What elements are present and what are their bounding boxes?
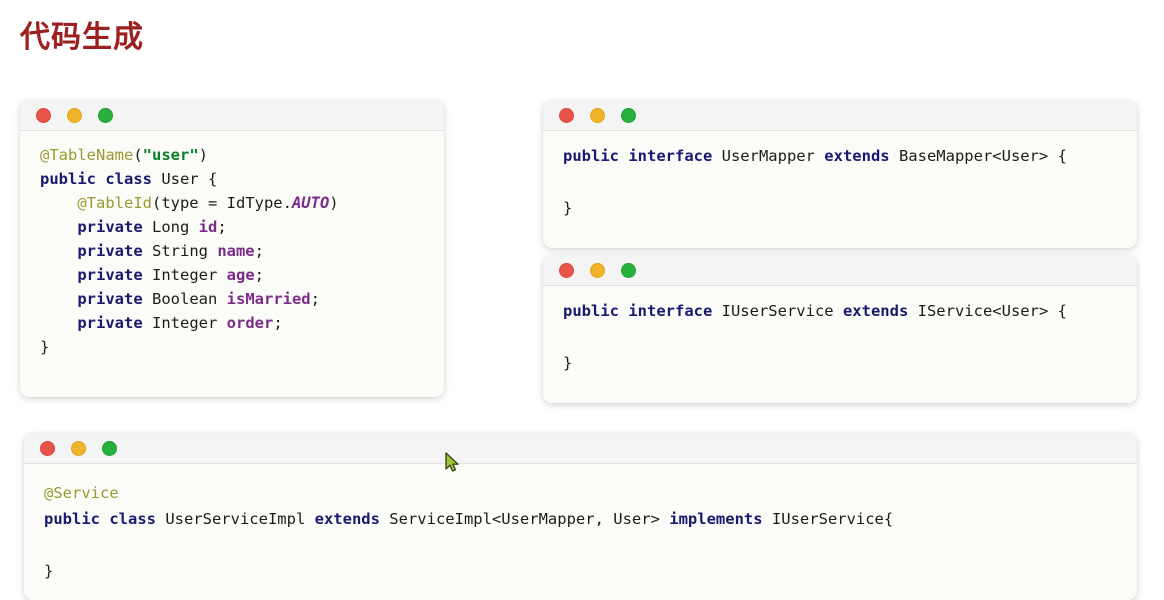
close-button[interactable] <box>559 262 574 278</box>
close-button[interactable] <box>36 107 51 123</box>
annotation-service: @Service <box>44 484 119 502</box>
card-titlebar <box>543 100 1137 131</box>
code-block-user-service-impl: @Service public class UserServiceImpl ex… <box>44 484 894 580</box>
maximize-button[interactable] <box>102 440 117 456</box>
card-body: @Service public class UserServiceImpl ex… <box>24 464 1137 600</box>
card-body: public interface UserMapper extends Base… <box>543 131 1137 248</box>
code-block-user-entity: @TableName("user") public class User { @… <box>40 146 339 356</box>
annotation-tablename: @TableName <box>40 146 134 164</box>
string-user: "user" <box>142 146 199 164</box>
card-body: public interface IUserService extends IS… <box>543 286 1137 403</box>
page-title: 代码生成 <box>20 21 144 54</box>
annotation-tableid: @TableId <box>77 194 152 212</box>
maximize-button[interactable] <box>621 262 636 278</box>
code-card-user-mapper: public interface UserMapper extends Base… <box>543 100 1137 248</box>
card-titlebar <box>20 100 444 131</box>
minimize-button[interactable] <box>67 107 82 123</box>
minimize-button[interactable] <box>590 107 605 123</box>
maximize-button[interactable] <box>621 107 636 123</box>
close-button[interactable] <box>40 440 55 456</box>
code-card-iuser-service: public interface IUserService extends IS… <box>543 255 1137 403</box>
close-button[interactable] <box>559 107 574 123</box>
maximize-button[interactable] <box>98 107 113 123</box>
card-titlebar <box>543 255 1137 286</box>
card-titlebar <box>24 433 1137 464</box>
enum-auto: AUTO <box>291 194 330 212</box>
code-card-user-entity: @TableName("user") public class User { @… <box>20 100 444 397</box>
minimize-button[interactable] <box>590 262 605 278</box>
card-body: @TableName("user") public class User { @… <box>20 131 444 397</box>
code-block-iuser-service: public interface IUserService extends IS… <box>563 302 1067 372</box>
code-block-user-mapper: public interface UserMapper extends Base… <box>563 147 1067 217</box>
minimize-button[interactable] <box>71 440 86 456</box>
code-card-user-service-impl: @Service public class UserServiceImpl ex… <box>24 433 1137 600</box>
